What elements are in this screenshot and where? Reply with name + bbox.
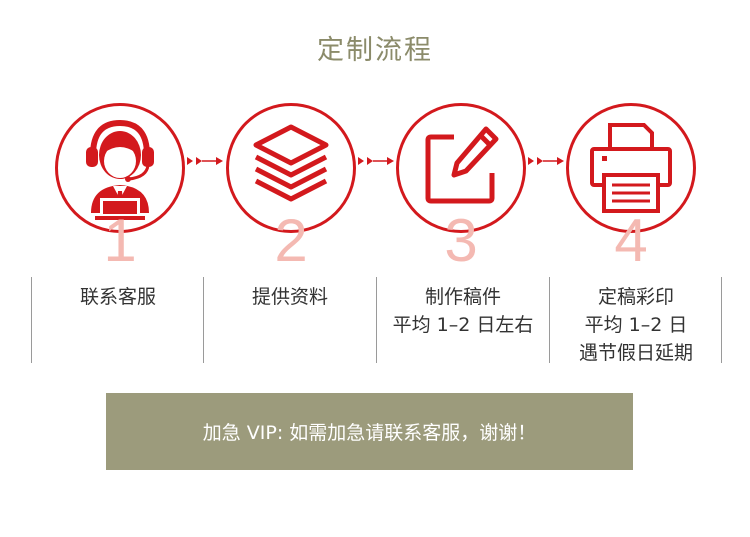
- step-text-line: 定稿彩印: [597, 286, 674, 308]
- step-number: 2: [274, 207, 308, 274]
- edit-pen-icon: [425, 126, 499, 204]
- column-divider: [549, 277, 550, 363]
- step-2-description: 提供资料: [204, 283, 376, 311]
- step-text-line: 制作稿件: [424, 286, 501, 308]
- page-title: 定制流程: [317, 35, 433, 66]
- customer-service-headset-icon: [86, 119, 154, 220]
- step-text-line: 联系客服: [79, 286, 156, 308]
- vip-notice-text: 加急 VIP: 如需加急请联系客服，谢谢！: [202, 422, 537, 444]
- column-divider: [31, 277, 32, 363]
- step-1: 1: [55, 103, 185, 271]
- arrow-right-icon: [528, 157, 564, 165]
- step-2: 2: [226, 103, 356, 271]
- step-text-line: 平均 1–2 日左右: [392, 314, 534, 336]
- arrow-right-icon: [187, 157, 223, 165]
- arrow-right-icon: [358, 157, 394, 165]
- column-divider: [721, 277, 722, 363]
- column-divider: [376, 277, 377, 363]
- step-3-description: 制作稿件 平均 1–2 日左右: [377, 283, 549, 339]
- vip-notice-banner: 加急 VIP: 如需加急请联系客服，谢谢！: [106, 393, 633, 470]
- step-number: 1: [103, 207, 137, 274]
- step-circle: [396, 103, 526, 233]
- step-text-line: 平均 1–2 日: [584, 314, 688, 336]
- layers-stack-icon: [253, 124, 329, 202]
- printer-icon: [590, 123, 672, 213]
- column-divider: [203, 277, 204, 363]
- step-1-description: 联系客服: [32, 283, 204, 311]
- step-number: 4: [614, 207, 648, 274]
- step-number: 3: [444, 207, 478, 274]
- step-4-description: 定稿彩印 平均 1–2 日 遇节假日延期: [550, 283, 722, 367]
- step-text-line: 提供资料: [251, 286, 328, 308]
- step-4: 4: [566, 103, 696, 271]
- step-circle: [226, 103, 356, 233]
- step-text-line: 遇节假日延期: [578, 342, 693, 364]
- step-3: 3: [396, 103, 526, 271]
